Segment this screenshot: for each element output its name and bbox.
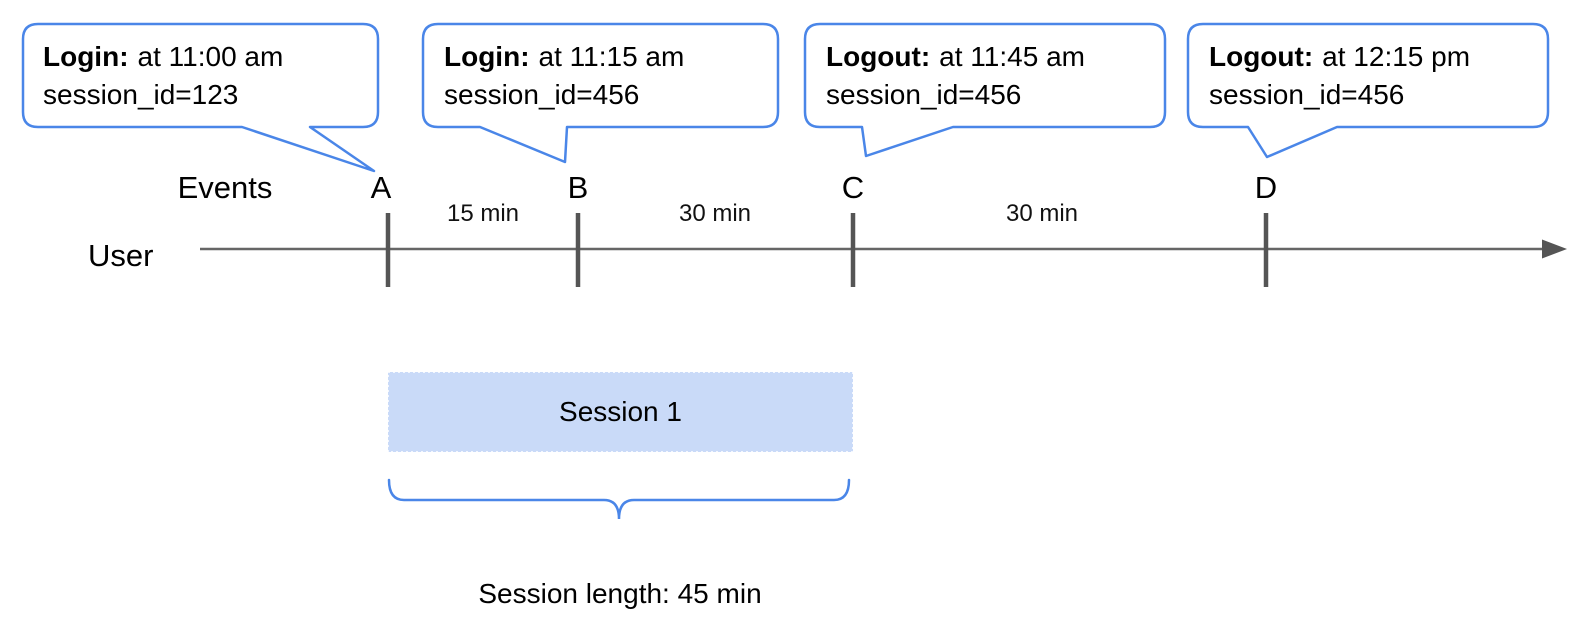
callout-a-text: Login: at 11:00 am session_id=123 (43, 38, 283, 114)
callout-c-text: Logout: at 11:45 am session_id=456 (826, 38, 1085, 114)
callout-d-text: Logout: at 12:15 pm session_id=456 (1209, 38, 1470, 114)
callout-a-session: session_id=123 (43, 79, 239, 110)
callout-c-line1: Logout: at 11:45 am (826, 38, 1085, 76)
session-brace (387, 478, 851, 520)
tick-label-d: D (1254, 170, 1278, 205)
callout-b-bubble (421, 22, 780, 164)
callout-a-line1: Login: at 11:00 am (43, 38, 283, 76)
callout-b-text: Login: at 11:15 am session_id=456 (444, 38, 684, 114)
tick-label-a: A (370, 170, 392, 205)
tick-label-c: C (841, 170, 865, 205)
callout-d-session: session_id=456 (1209, 79, 1405, 110)
callout-c-session: session_id=456 (826, 79, 1022, 110)
axis-arrowhead-icon (1542, 239, 1567, 259)
callout-a-bubble (21, 22, 380, 173)
callout-d-time: at 12:15 pm (1322, 41, 1471, 72)
interval-label-bc: 30 min (678, 200, 752, 227)
callout-c-time: at 11:45 am (939, 41, 1085, 72)
session-box (387, 371, 854, 453)
callout-c-bubble (803, 22, 1167, 158)
callout-b-action: Login: (444, 41, 530, 72)
callout-a-action: Login: (43, 41, 129, 72)
session-box-label: Session 1 (559, 396, 682, 427)
user-label: User (88, 238, 154, 273)
callout-c-action: Logout: (826, 41, 931, 72)
callout-b-session: session_id=456 (444, 79, 640, 110)
callout-a-time: at 11:00 am (137, 41, 284, 72)
callout-d-line1: Logout: at 12:15 pm (1209, 38, 1470, 76)
session-length-label: Session length: 45 min (478, 578, 762, 609)
interval-label-cd: 30 min (1005, 200, 1079, 227)
callout-d-action: Logout: (1209, 41, 1314, 72)
callout-b-line1: Login: at 11:15 am (444, 38, 684, 76)
events-label: Events (177, 170, 273, 205)
callout-b-time: at 11:15 am (538, 41, 685, 72)
interval-label-ab: 15 min (446, 200, 520, 227)
callout-d-bubble (1186, 22, 1550, 159)
tick-label-b: B (567, 170, 589, 205)
